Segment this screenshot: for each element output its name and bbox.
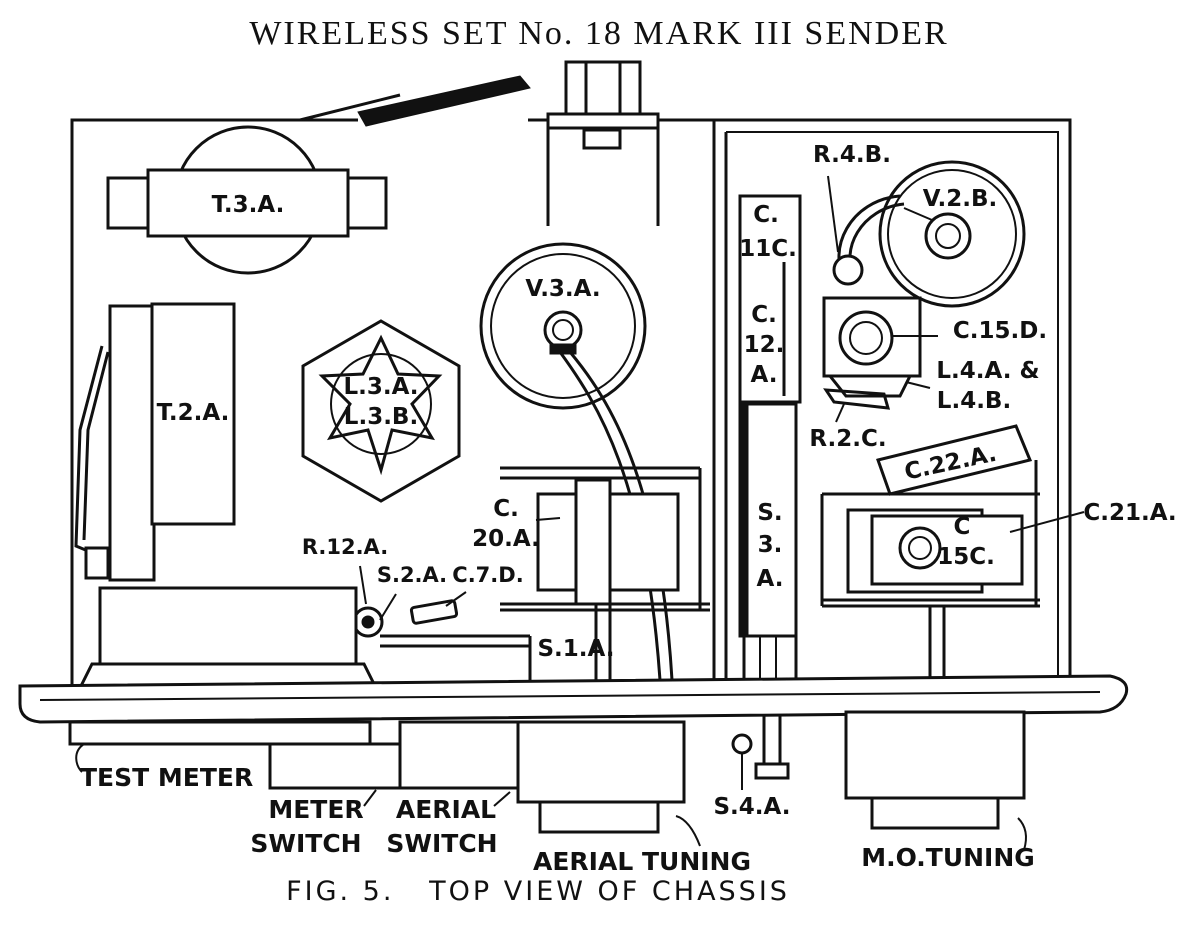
label-mo-tuning: M.O.TUNING — [861, 843, 1035, 872]
valve-v3a: V.3.A. — [479, 242, 674, 681]
label-r4b: R.4.B. — [813, 142, 891, 168]
label-s3a-1: S. — [757, 500, 782, 526]
label-meter-switch-1: METER — [268, 795, 363, 824]
label-v3a: V.3.A. — [525, 276, 600, 302]
transformer-t2a: T.2.A. — [74, 302, 236, 582]
label-t3a: T.3.A. — [212, 192, 285, 218]
label-c11c-2: 11C. — [739, 236, 797, 262]
label-c20a-2: 20.A. — [472, 526, 540, 552]
label-s4a: S.4.A. — [713, 794, 790, 820]
test-meter-front — [68, 720, 372, 773]
label-c15d: C.15.D. — [953, 318, 1047, 344]
label-c21a: C.21.A. — [1083, 500, 1176, 526]
switch-s3a: S. 3. A. — [738, 402, 798, 684]
label-v2b: V.2.B. — [923, 186, 998, 212]
label-s2a: S.2.A. — [377, 563, 447, 587]
transformer-t3a: T.3.A. — [106, 125, 388, 275]
label-c7d: C.7.D. — [452, 563, 523, 587]
capacitor-strip-c11c-c12a: C. 11C. C. 12. A. — [738, 194, 802, 404]
label-s3a-3: A. — [757, 566, 784, 592]
label-r12a: R.12.A. — [302, 535, 388, 559]
label-aerial-switch-1: AERIAL — [396, 795, 496, 824]
label-t2a: T.2.A. — [157, 400, 230, 426]
aerial-tuning-knob — [516, 720, 686, 834]
label-c20a-1: C. — [493, 496, 519, 522]
label-r2c: R.2.C. — [809, 426, 886, 452]
label-l4a: L.4.A. & — [936, 358, 1039, 384]
label-l3a: L.3.A. — [343, 374, 418, 400]
label-c15c-2: 15C. — [937, 544, 995, 570]
label-aerial-switch-2: SWITCH — [386, 829, 497, 858]
mo-tuning-knob — [844, 710, 1026, 830]
diagram-title: WIRELESS SET No. 18 MARK III SENDER — [249, 15, 948, 52]
top-shaft — [546, 60, 660, 226]
valve-v2b: V.2.B. R.4.B. — [813, 142, 1026, 308]
test-meter-body — [77, 586, 379, 690]
label-c12a-3: A. — [751, 362, 778, 388]
diagram-caption: FIG. 5. TOP VIEW OF CHASSIS — [286, 876, 790, 907]
label-test-meter: TEST METER — [80, 763, 253, 792]
aerial-switch-knob — [398, 720, 520, 790]
switch-s1a-area: S.1.A. R.12.A. S.2.A. C.7.D. — [302, 535, 615, 686]
chassis-frame — [70, 75, 1072, 686]
capacitor-c20a: C. 20.A. — [472, 466, 710, 680]
meter-switch-knob — [268, 742, 402, 790]
label-c12a-1: C. — [751, 302, 777, 328]
label-l4b: L.4.B. — [937, 388, 1011, 414]
capacitor-c22a: C.22.A. — [876, 424, 1033, 496]
label-c11c-1: C. — [753, 202, 779, 228]
label-c15c-1: C — [954, 514, 971, 540]
label-meter-switch-2: SWITCH — [250, 829, 361, 858]
coil-l4-block: C.15.D. L.4.A. & L.4.B. R.2.C. — [809, 296, 1047, 452]
capacitor-c21a: C 15C. C.21.A. — [820, 460, 1177, 680]
coil-l3: L.3.A. L.3.B. — [301, 319, 461, 503]
label-c12a-2: 12. — [744, 332, 785, 358]
label-aerial-tuning: AERIAL TUNING — [533, 847, 751, 876]
label-l3b: L.3.B. — [344, 404, 418, 430]
label-s3a-2: 3. — [758, 532, 783, 558]
label-s1a: S.1.A. — [537, 636, 614, 662]
switch-s4a-front: S.4.A. — [713, 714, 791, 820]
